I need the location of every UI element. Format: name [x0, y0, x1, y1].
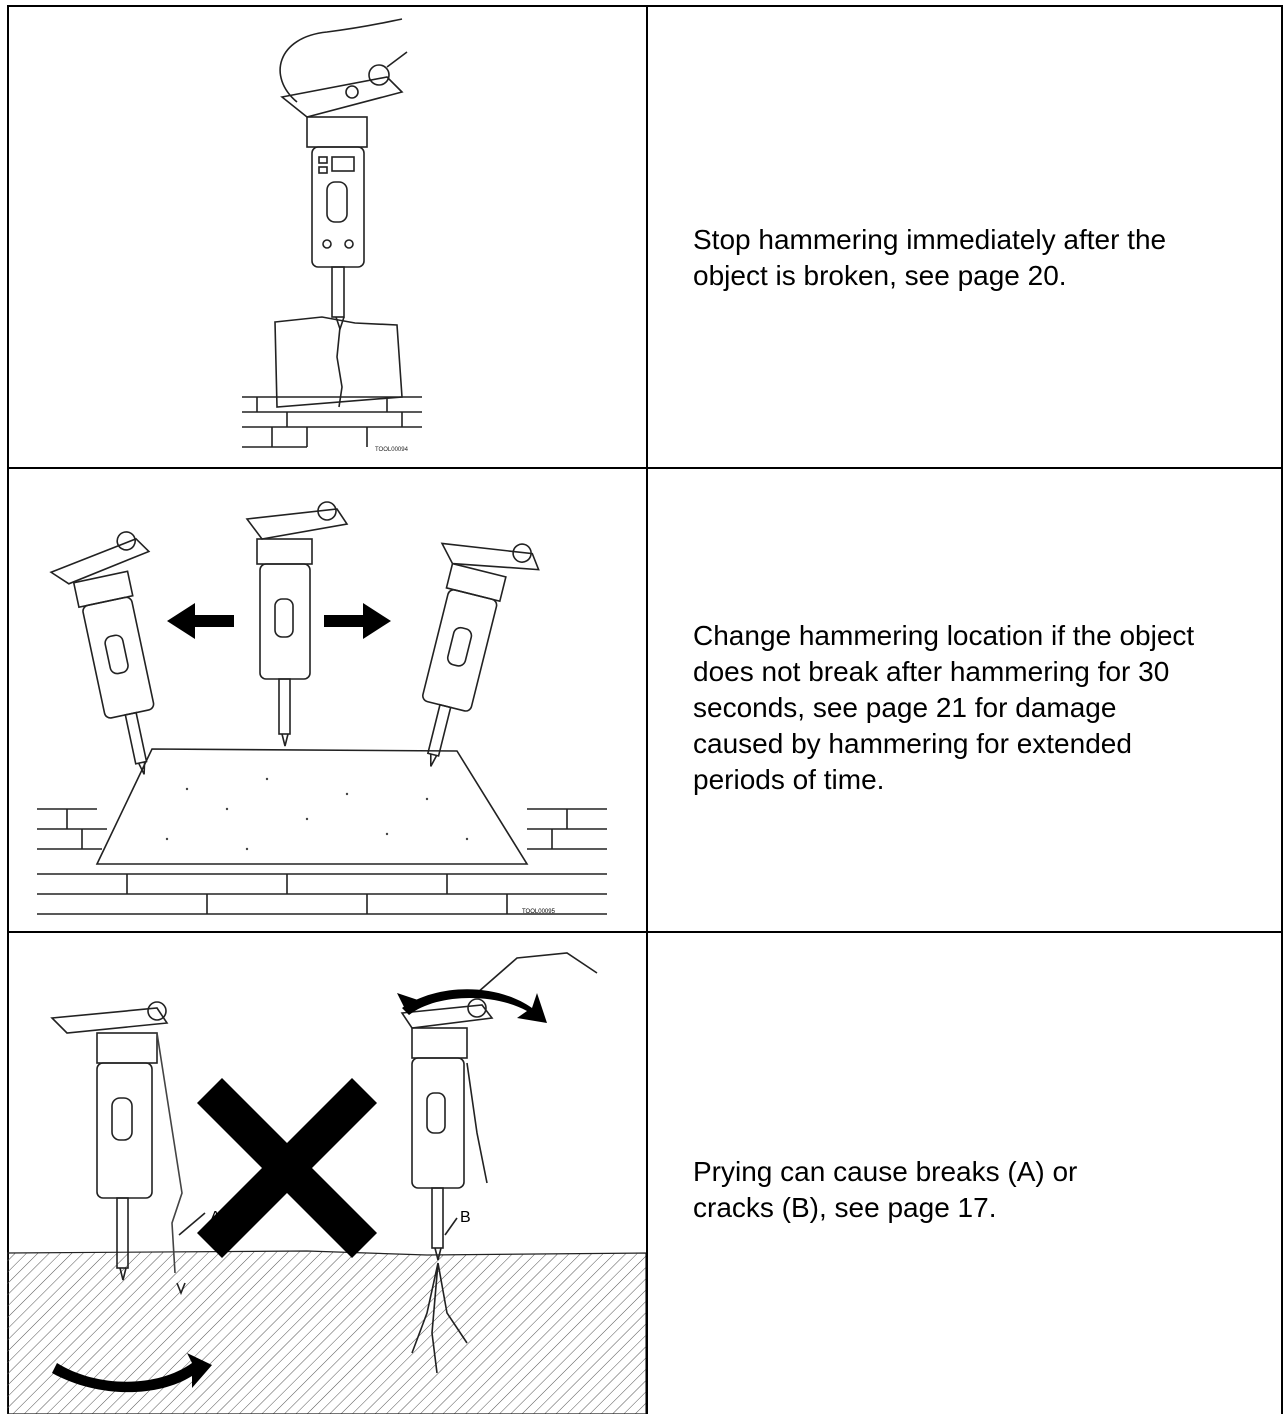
- figure-change-location: TOOL00095: [7, 469, 646, 931]
- instruction-stop-hammering: Stop hammering immediately after the obj…: [693, 222, 1283, 294]
- instruction-prying: Prying can cause breaks (A) or cracks (B…: [693, 1154, 1283, 1226]
- row-2-text: Change hammering location if the object …: [693, 618, 1283, 798]
- row-1-text: Stop hammering immediately after the obj…: [693, 222, 1283, 294]
- figure-stop-hammering: TOOL00094: [7, 7, 646, 467]
- label-b: B: [460, 1209, 471, 1226]
- instruction-change-location: Change hammering location if the object …: [693, 618, 1283, 798]
- label-a: A: [210, 1209, 221, 1226]
- figure-code-1: TOOL00094: [375, 447, 409, 453]
- figure-code-2: TOOL00095: [522, 909, 556, 915]
- figure-prying: A B: [7, 933, 646, 1414]
- column-divider: [646, 5, 648, 1414]
- row-3-text: Prying can cause breaks (A) or cracks (B…: [693, 1154, 1283, 1226]
